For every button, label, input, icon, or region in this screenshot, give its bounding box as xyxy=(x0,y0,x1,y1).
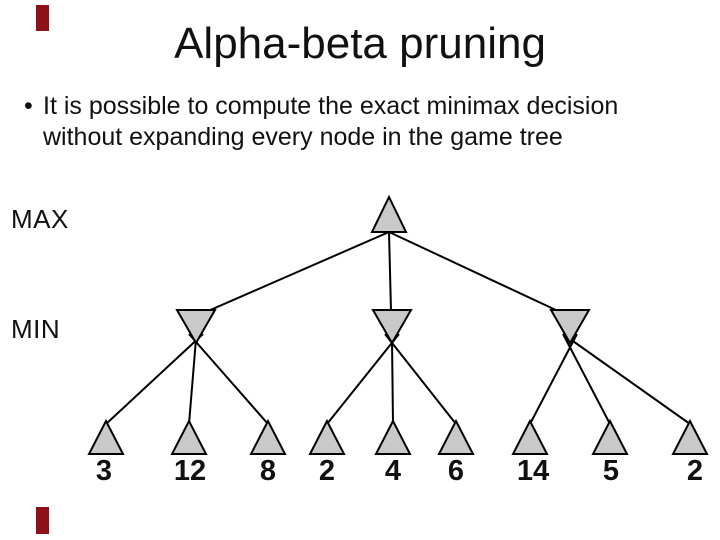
leaf-node-triangle xyxy=(374,418,412,455)
leaf-value-label: 3 xyxy=(96,455,112,487)
leaf-value-label: 8 xyxy=(260,455,276,487)
tree-edge xyxy=(388,231,559,312)
bullet-item: • It is possible to compute the exact mi… xyxy=(24,91,704,153)
leaf-value-label: 5 xyxy=(603,455,619,487)
tree-edge xyxy=(562,333,691,425)
tree-edge xyxy=(188,333,269,425)
min-level-label: MIN xyxy=(11,314,61,344)
min-node-triangle xyxy=(371,309,413,346)
tree-edge xyxy=(188,338,197,425)
leaf-value-label: 2 xyxy=(687,455,703,487)
leaf-value-label: 14 xyxy=(517,455,549,487)
bullet-marker: • xyxy=(24,92,33,120)
leaf-value-label: 2 xyxy=(319,455,335,487)
tree-edge xyxy=(391,338,394,425)
tree-edge xyxy=(207,231,390,312)
max-level-label: MAX xyxy=(11,204,69,234)
tree-edge xyxy=(105,333,204,425)
bullet-line-2: without expanding every node in the game… xyxy=(43,123,563,151)
slide-accent-bar-top xyxy=(36,5,49,31)
tree-edge xyxy=(529,333,578,425)
tree-edge xyxy=(384,333,457,425)
leaf-node-triangle xyxy=(511,418,549,455)
leaf-value-label: 12 xyxy=(174,455,206,487)
bullet-text: It is possible to compute the exact mini… xyxy=(43,91,618,153)
leaf-node-triangle xyxy=(671,418,709,455)
max-node-triangle xyxy=(370,194,408,233)
tree-edge xyxy=(562,333,611,425)
leaf-value-label: 4 xyxy=(385,455,401,487)
leaf-node-triangle xyxy=(437,418,475,455)
tree-edge xyxy=(388,231,392,312)
leaf-value-label: 6 xyxy=(448,455,464,487)
slide-accent-bar-bottom xyxy=(36,507,49,534)
min-node-triangle xyxy=(175,309,217,346)
leaf-node-triangle xyxy=(87,418,125,455)
min-node-triangle xyxy=(549,309,591,346)
leaf-node-triangle xyxy=(308,418,346,455)
leaf-node-triangle xyxy=(591,418,629,455)
leaf-node-triangle xyxy=(249,418,287,455)
leaf-node-triangle xyxy=(170,418,208,455)
bullet-line-1: It is possible to compute the exact mini… xyxy=(43,92,619,120)
slide-title: Alpha-beta pruning xyxy=(174,19,546,68)
tree-edge xyxy=(326,333,400,425)
